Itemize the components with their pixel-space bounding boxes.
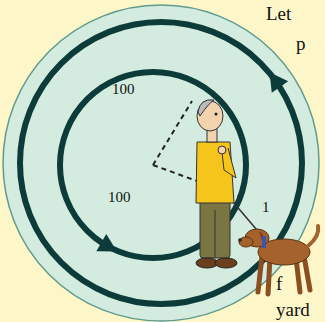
man-figure (196, 100, 237, 268)
text-fragment: yard (276, 300, 310, 319)
ring-arrowhead (270, 72, 289, 92)
text-fragment: f (276, 274, 282, 293)
ring-arrowhead (96, 234, 117, 252)
text-fragment: p (296, 34, 306, 53)
dimension-label: 100 (108, 190, 131, 205)
dimension-label: 100 (112, 82, 135, 97)
radius-line (153, 101, 192, 165)
dimension-label: 1 (262, 200, 270, 215)
text-fragment: Let (266, 4, 291, 23)
inner-ring (60, 72, 246, 258)
dog-figure (238, 226, 318, 294)
field-disk (3, 5, 319, 321)
